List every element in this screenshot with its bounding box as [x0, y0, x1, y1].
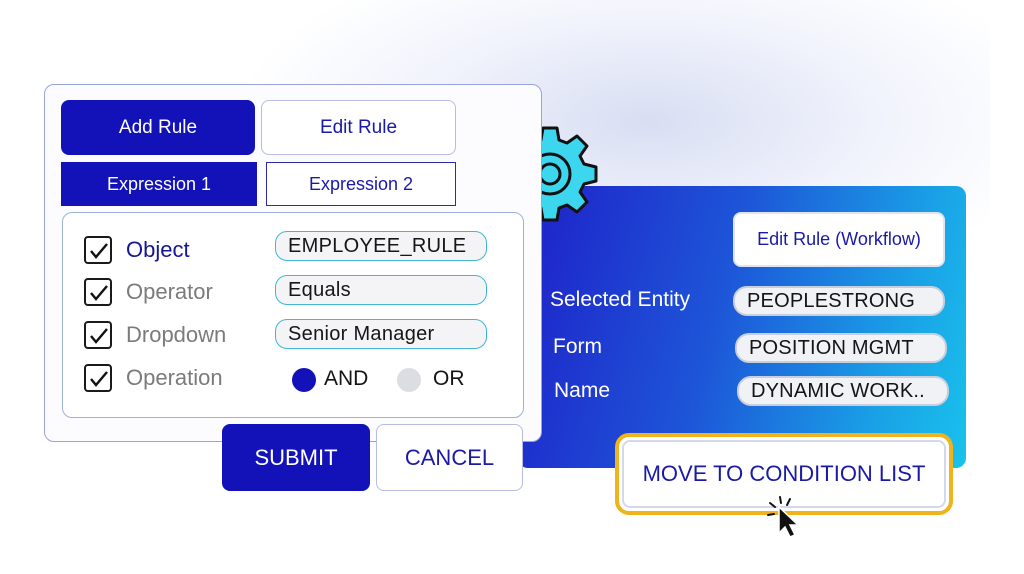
- dropdown-checkbox[interactable]: [84, 321, 112, 349]
- form-label: Form: [553, 335, 602, 358]
- operation-label: Operation: [126, 365, 223, 390]
- cancel-button[interactable]: CANCEL: [376, 424, 523, 491]
- operator-value[interactable]: Equals: [275, 275, 487, 305]
- checkmark-icon: [90, 243, 108, 259]
- edit-rule-button[interactable]: Edit Rule: [261, 100, 456, 155]
- pointer-cursor-icon: [767, 496, 800, 538]
- operator-checkbox[interactable]: [84, 278, 112, 306]
- add-rule-button[interactable]: Add Rule: [61, 100, 255, 155]
- or-radio-label: OR: [433, 367, 465, 390]
- selected-entity-value: PEOPLESTRONG: [733, 286, 945, 316]
- object-label: Object: [126, 237, 190, 262]
- or-radio[interactable]: [397, 368, 421, 392]
- name-value: DYNAMIC WORK..: [737, 376, 949, 406]
- form-value: POSITION MGMT: [735, 333, 947, 363]
- tab-expression-2[interactable]: Expression 2: [266, 162, 456, 206]
- and-radio[interactable]: [292, 368, 316, 392]
- operator-label: Operator: [126, 279, 213, 304]
- object-value[interactable]: EMPLOYEE_RULE: [275, 231, 487, 261]
- and-radio-label: AND: [324, 367, 369, 390]
- object-checkbox[interactable]: [84, 236, 112, 264]
- submit-button[interactable]: SUBMIT: [222, 424, 370, 491]
- dropdown-label: Dropdown: [126, 322, 227, 347]
- name-label: Name: [554, 379, 611, 402]
- dropdown-value[interactable]: Senior Manager: [275, 319, 487, 349]
- checkmark-icon: [90, 285, 108, 301]
- checkmark-icon: [90, 371, 108, 387]
- operation-checkbox[interactable]: [84, 364, 112, 392]
- edit-rule-workflow-button[interactable]: Edit Rule (Workflow): [733, 212, 945, 267]
- move-to-condition-list-button[interactable]: MOVE TO CONDITION LIST: [622, 440, 946, 508]
- checkmark-icon: [90, 328, 108, 344]
- tab-expression-1[interactable]: Expression 1: [61, 162, 257, 206]
- selected-entity-label: Selected Entity: [550, 288, 691, 311]
